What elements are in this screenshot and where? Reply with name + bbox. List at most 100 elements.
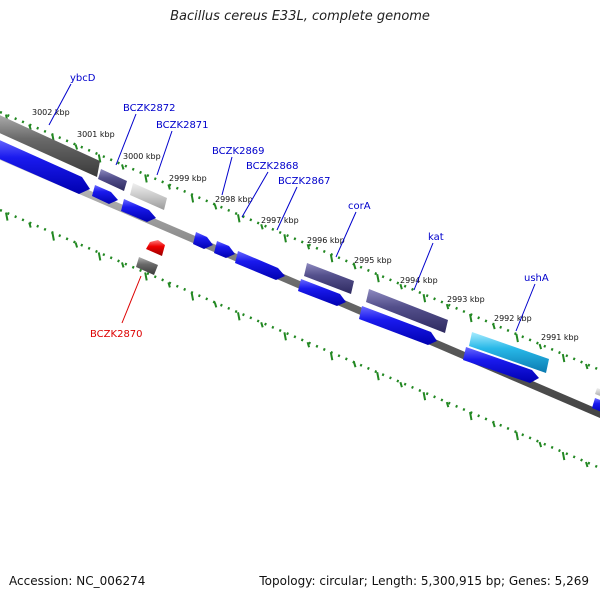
ruler-tick — [329, 254, 334, 263]
ruler-label: 3002 kbp — [32, 108, 70, 117]
ruler-label: 2993 kbp — [447, 295, 485, 304]
feature-bar-BCZK2870[interactable] — [136, 257, 158, 275]
gene-label-kat[interactable]: kat — [428, 232, 444, 243]
cds-arrow[interactable] — [193, 232, 213, 249]
ruler-tick — [399, 381, 403, 388]
ruler-tick — [306, 341, 311, 348]
gene-label-ybcD[interactable]: ybcD — [70, 73, 96, 84]
cds-arrow[interactable] — [121, 199, 156, 222]
ruler-tick — [74, 242, 79, 248]
ruler-label: 2997 kbp — [261, 216, 299, 225]
cds-arrow[interactable] — [0, 138, 90, 194]
feature-bar-BCZK2871[interactable] — [130, 183, 167, 210]
ruler-tick — [97, 252, 102, 261]
gene-label-BCZK2872[interactable]: BCZK2872 — [123, 103, 176, 114]
ruler-tick — [28, 124, 32, 130]
cds-arrow[interactable] — [214, 241, 235, 258]
ruler-tick — [445, 303, 450, 310]
callout-line-red — [121, 275, 142, 324]
topology-summary-text: Topology: circular; Length: 5,300,915 bp… — [259, 574, 589, 588]
ruler-tick — [28, 222, 32, 228]
ruler-tick — [422, 391, 427, 401]
ruler-tick — [121, 262, 125, 268]
ruler-tick — [399, 283, 403, 290]
ruler-tick — [283, 332, 287, 341]
feature-bar-ushA[interactable] — [469, 332, 549, 373]
ruler-tick — [469, 411, 473, 421]
feature-bar-kat[interactable] — [366, 289, 448, 333]
feature-bar-corA[interactable] — [304, 263, 354, 294]
ruler-tick — [492, 323, 496, 330]
ruler-tick — [121, 164, 125, 170]
cds-arrow[interactable] — [92, 185, 118, 204]
cds-arrow-red[interactable] — [146, 240, 165, 256]
ruler-tick — [190, 194, 195, 203]
ruler-tick — [376, 372, 380, 381]
ruler-tick — [422, 293, 427, 303]
ruler-tick — [306, 243, 311, 250]
ruler-tick — [144, 272, 148, 281]
gene-label-BCZK2870[interactable]: BCZK2870 — [90, 329, 143, 340]
ruler-tick — [538, 343, 543, 350]
gene-label-BCZK2868[interactable]: BCZK2868 — [246, 161, 299, 172]
ruler-label: 3000 kbp — [123, 152, 161, 161]
ruler-tick — [445, 401, 450, 408]
cds-arrow[interactable] — [592, 398, 600, 414]
ruler-tick — [260, 322, 264, 328]
ruler-tick — [167, 184, 171, 190]
ruler-tick — [283, 234, 287, 243]
gene-label-ushA[interactable]: ushA — [524, 273, 549, 284]
cds-arrow[interactable] — [235, 251, 285, 280]
cds-arrow[interactable] — [298, 279, 346, 306]
ruler-tick — [585, 461, 589, 468]
inner-ruler-line — [0, 208, 600, 470]
ruler-tick — [353, 361, 357, 368]
ruler-tick — [561, 353, 566, 363]
ruler-tick — [260, 224, 264, 230]
accession-text: Accession: NC_006274 — [9, 574, 146, 588]
ruler-label: 2991 kbp — [541, 333, 579, 342]
map-title: Bacillus cereus E33L, complete genome — [170, 9, 430, 24]
ruler-tick — [5, 212, 9, 221]
ruler-tick — [51, 232, 55, 241]
ruler-tick — [492, 421, 496, 428]
ruler-tick — [538, 441, 543, 448]
ruler-tick — [190, 292, 195, 301]
cds-arrow[interactable] — [359, 306, 437, 345]
ruler-tick — [74, 144, 79, 150]
feature-bar-BCZK2872[interactable] — [98, 169, 127, 191]
ruler-tick — [237, 312, 241, 321]
ruler-tick — [515, 431, 519, 441]
ruler-label: 2999 kbp — [169, 174, 207, 183]
ruler-tick — [353, 263, 357, 270]
ruler-label: 2996 kbp — [307, 236, 345, 245]
ruler-label: 2995 kbp — [354, 256, 392, 265]
callout-lines — [48, 83, 536, 332]
ruler-tick — [515, 333, 519, 343]
ruler-tick — [329, 352, 334, 361]
cds-arrow[interactable] — [463, 347, 539, 383]
ruler-tick — [97, 154, 102, 163]
ruler-tick — [144, 174, 148, 183]
ruler-tick — [469, 313, 473, 323]
ruler-label: 2994 kbp — [400, 276, 438, 285]
inner-ruler-ticks — [5, 212, 589, 468]
ruler-label: 2998 kbp — [215, 195, 253, 204]
ruler-label: 3001 kbp — [77, 130, 115, 139]
feature-bar-edge[interactable] — [595, 388, 600, 398]
ruler-tick — [167, 282, 171, 288]
outer-ruler-ticks — [5, 114, 589, 370]
ruler-tick — [561, 451, 566, 461]
gene-label-corA[interactable]: corA — [348, 201, 371, 212]
gene-label-BCZK2869[interactable]: BCZK2869 — [212, 146, 265, 157]
outer-ruler-line — [0, 110, 600, 372]
gene-label-BCZK2867[interactable]: BCZK2867 — [278, 176, 331, 187]
ruler-tick — [376, 274, 380, 283]
feature-bar-ybcD[interactable] — [0, 113, 100, 177]
ruler-tick — [213, 204, 218, 210]
ruler-tick — [585, 363, 589, 370]
gene-label-BCZK2871[interactable]: BCZK2871 — [156, 120, 209, 131]
ruler-tick — [237, 214, 241, 223]
ruler-tick — [213, 302, 218, 308]
